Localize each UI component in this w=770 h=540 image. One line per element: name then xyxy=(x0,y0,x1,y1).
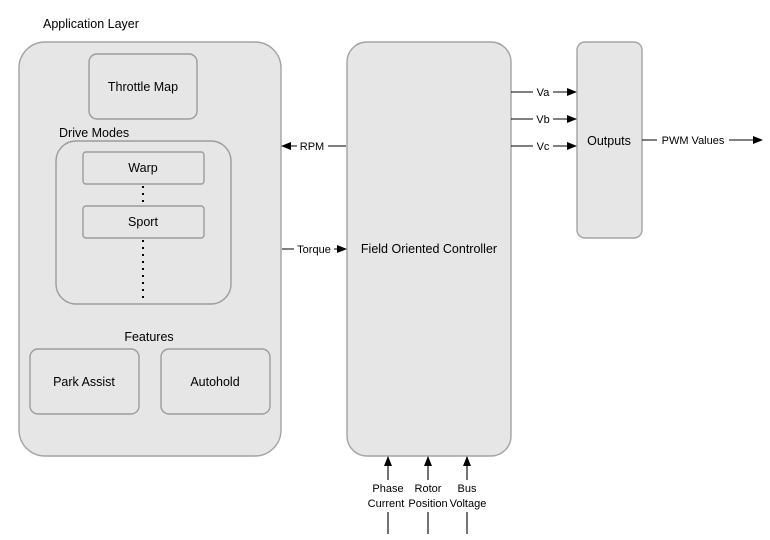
bus-voltage-label-line1: Bus xyxy=(458,483,477,495)
torque-label: Torque xyxy=(297,244,331,256)
vc-label-bg xyxy=(533,138,553,154)
autohold-block[interactable] xyxy=(160,348,271,415)
park-assist-label: Park Assist xyxy=(53,375,115,389)
outputs-label: Outputs xyxy=(587,134,631,148)
throttle-map-label: Throttle Map xyxy=(108,80,178,94)
drive-mode-sport-label: Sport xyxy=(128,215,158,229)
drive-modes-title: Drive Modes xyxy=(59,126,129,140)
va-label: Va xyxy=(537,87,551,99)
rotor-position-label-line1: Rotor xyxy=(415,483,442,495)
drive-mode-warp-label: Warp xyxy=(128,161,157,175)
bus-voltage-label-line2: Voltage xyxy=(450,498,487,510)
rpm-label-bg xyxy=(297,138,328,154)
rpm-label: RPM xyxy=(300,141,324,153)
va-label-bg xyxy=(533,84,553,100)
torque-label-bg xyxy=(294,241,334,257)
drive-mode-sport[interactable] xyxy=(82,205,205,239)
rotor-position-label-line2: Position xyxy=(408,498,447,510)
vb-label-bg xyxy=(533,111,553,127)
pwm-label-bg xyxy=(657,132,729,148)
features-title: Features xyxy=(124,330,173,344)
input-labels-bg xyxy=(366,480,488,512)
autohold-label: Autohold xyxy=(190,375,239,389)
vb-label: Vb xyxy=(536,114,549,126)
field-oriented-controller-label: Field Oriented Controller xyxy=(361,242,497,256)
throttle-map-block[interactable] xyxy=(88,53,198,120)
pwm-label: PWM Values xyxy=(662,135,725,147)
phase-current-label-line2: Current xyxy=(368,498,405,510)
drive-mode-warp[interactable] xyxy=(82,151,205,185)
application-layer-title: Application Layer xyxy=(43,17,139,31)
vc-label: Vc xyxy=(537,141,550,153)
park-assist-block[interactable] xyxy=(29,348,140,415)
phase-current-label-line1: Phase xyxy=(372,483,403,495)
